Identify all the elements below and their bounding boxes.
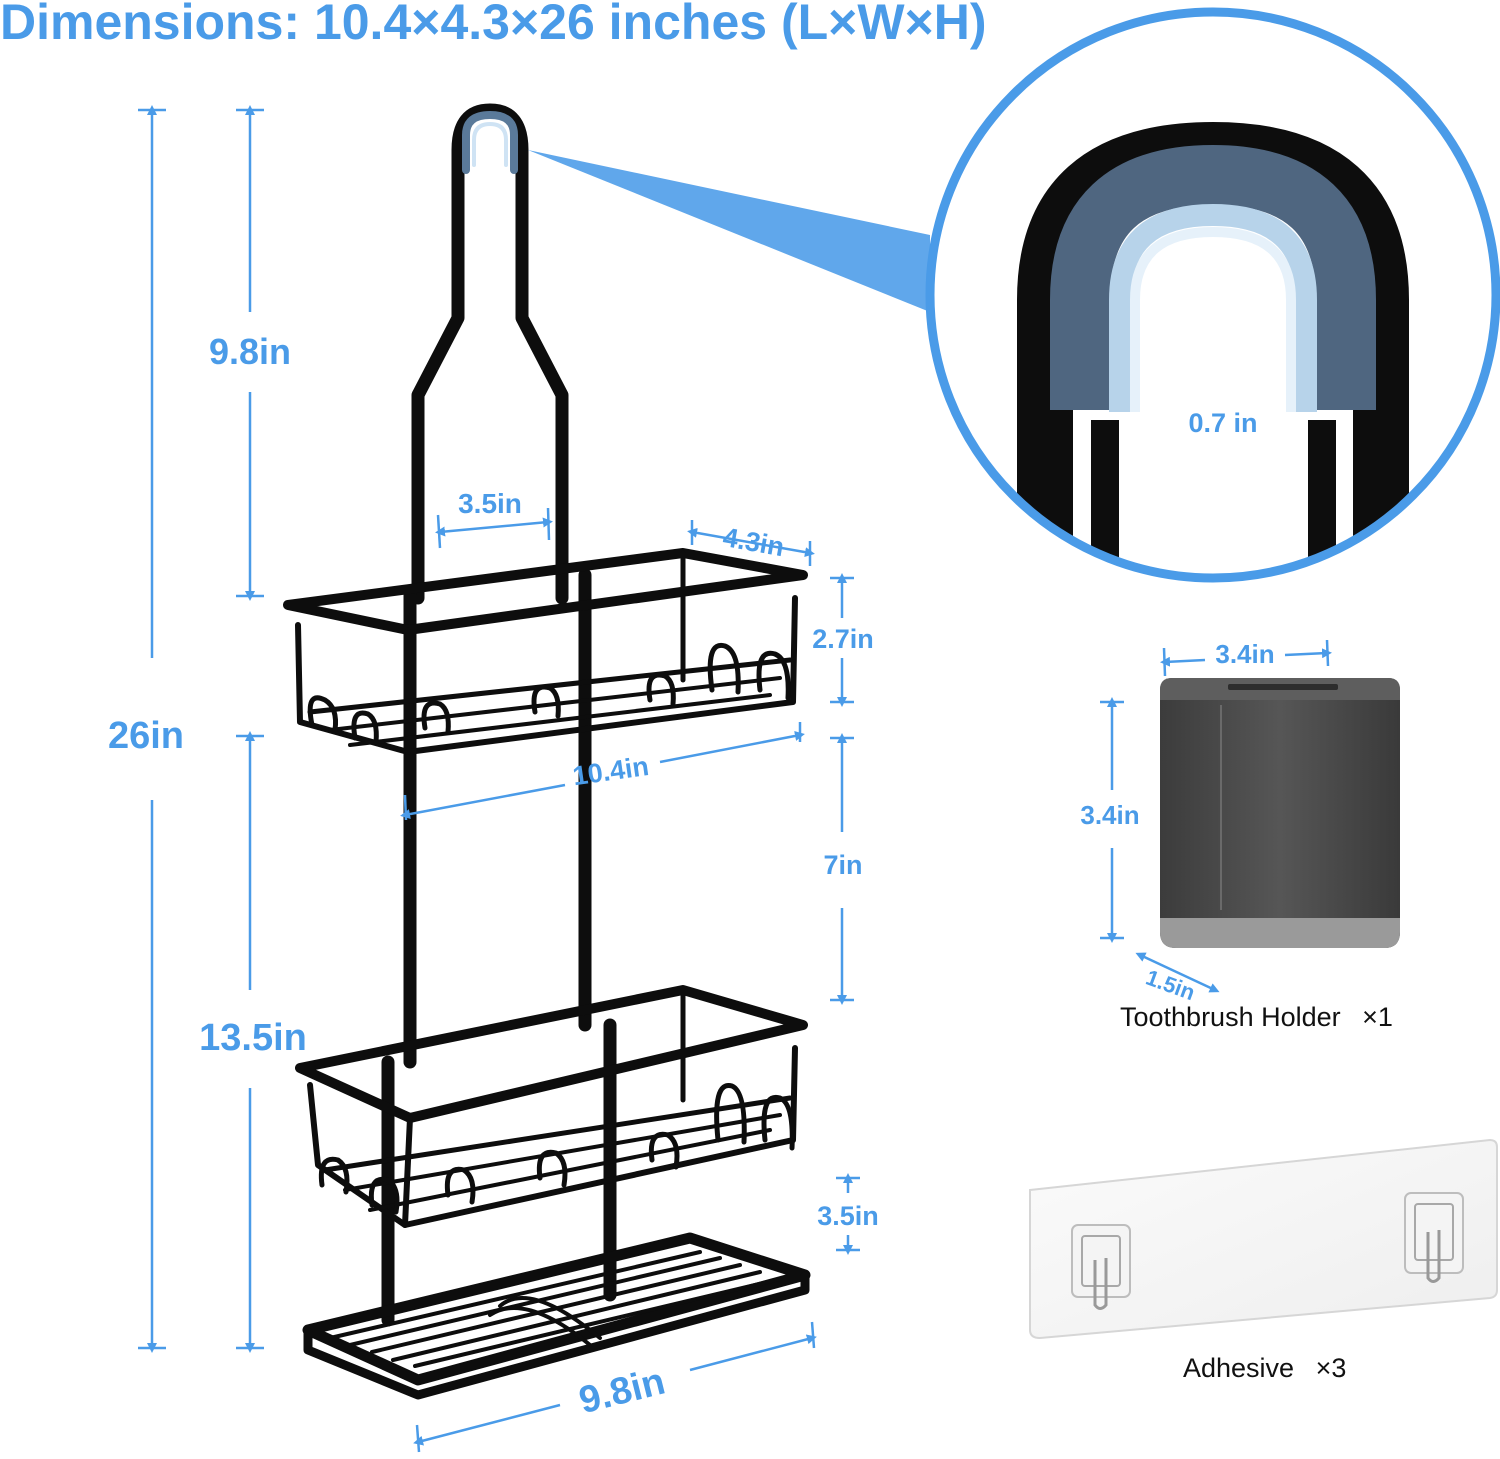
toothbrush-holder-quantity: ×1: [1362, 1002, 1393, 1032]
adhesive-label: Adhesive: [1183, 1353, 1295, 1383]
shelf-gap-label: 7in: [823, 850, 862, 880]
holder-dimension-lines: [1100, 639, 1332, 993]
hook-callout-icon: [528, 7, 1500, 583]
lower-height-label: 13.5in: [199, 1017, 307, 1059]
middle-basket: [295, 985, 808, 1228]
toothbrush-holder-icon: [1160, 678, 1400, 948]
total-height-label: 26in: [108, 715, 184, 757]
hook-opening-label: 0.7 in: [1188, 408, 1257, 438]
shower-caddy-icon: [283, 103, 811, 1400]
depth-label: 4.3in: [721, 522, 787, 562]
top-basket-height-label: 2.7in: [812, 624, 874, 654]
toothbrush-holder-caption: Toothbrush Holder ×1: [1120, 1001, 1393, 1033]
hook-loop: [411, 103, 569, 605]
hook-width-label: 3.5in: [458, 488, 522, 519]
page-title: Dimensions: 10.4×4.3×26 inches (L×W×H): [0, 0, 987, 50]
rack-uprights: [381, 568, 617, 1327]
dimension-lines: [138, 105, 860, 1453]
tray-length-label: 9.8in: [575, 1361, 669, 1423]
bottom-tray: [302, 1232, 811, 1400]
adhesive-strip-icon: [1029, 1138, 1498, 1340]
holder-depth-label: 1.5in: [1143, 965, 1199, 1006]
holder-width-label: 3.4in: [1215, 639, 1274, 669]
adhesive-quantity: ×3: [1315, 1353, 1347, 1383]
hook-height-label: 9.8in: [209, 331, 291, 372]
top-basket: [283, 548, 808, 755]
adhesive-caption: Adhesive ×3: [1183, 1352, 1346, 1384]
toothbrush-holder-label: Toothbrush Holder: [1120, 1002, 1341, 1032]
holder-height-label: 3.4in: [1080, 800, 1139, 830]
bottom-gap-label: 3.5in: [817, 1201, 879, 1231]
